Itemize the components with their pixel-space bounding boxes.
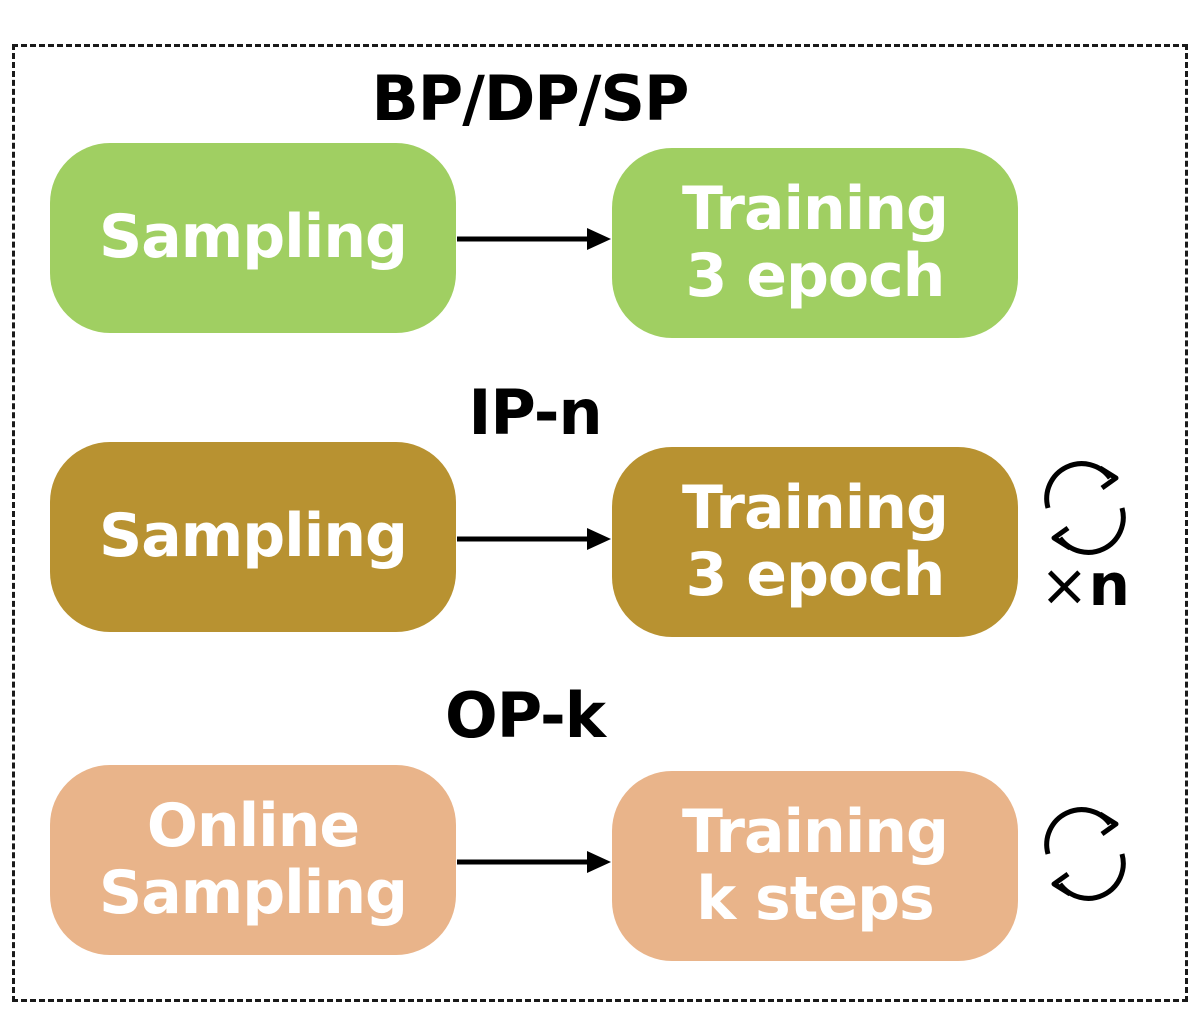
sampling-label: Sampling — [99, 858, 408, 928]
online-label: Online — [146, 790, 360, 861]
online-sampling-box: Online Sampling — [50, 765, 456, 955]
training-detail: 3 epoch — [685, 241, 946, 311]
arrow-op — [457, 851, 611, 873]
training-box-ip: Training 3 epoch — [612, 447, 1018, 637]
repeat-cycle-icon — [1044, 807, 1126, 901]
training-box-bp: Training 3 epoch — [612, 148, 1018, 338]
sampling-label: Sampling — [99, 501, 408, 572]
multiplier-variable: n — [1088, 551, 1130, 619]
repeat-cycle-icon — [1044, 461, 1126, 555]
training-label: Training — [682, 796, 949, 867]
dashed-frame — [12, 44, 1188, 1002]
sampling-label: Sampling — [99, 202, 408, 273]
multiplier-n: ×n — [1040, 556, 1130, 614]
heading-bp-dp-sp: BP/DP/SP — [371, 62, 690, 135]
training-box-op: Training k steps — [612, 771, 1018, 961]
sampling-box-ip: Sampling — [50, 442, 456, 632]
times-symbol: × — [1040, 551, 1089, 619]
training-label: Training — [682, 173, 949, 244]
heading-op-k: OP-k — [444, 679, 606, 752]
heading-ip-n: IP-n — [468, 376, 602, 449]
training-label: Training — [682, 472, 949, 543]
sampling-box-bp: Sampling — [50, 143, 456, 333]
training-detail: k steps — [696, 864, 935, 934]
arrow-bp — [457, 228, 611, 250]
training-detail: 3 epoch — [685, 540, 946, 610]
arrow-ip — [457, 528, 611, 550]
